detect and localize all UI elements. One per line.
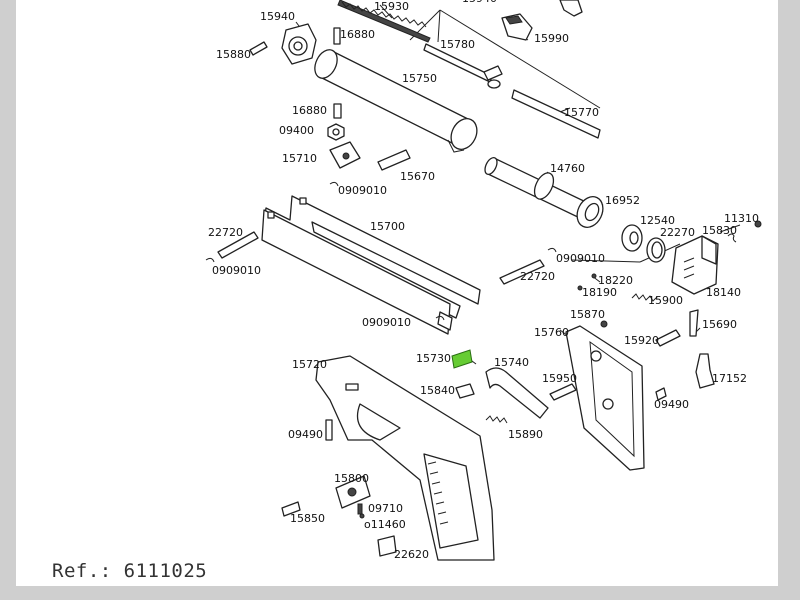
label-22270: 22270 [660, 226, 695, 239]
plate-15710 [329, 141, 361, 169]
label-15950: 15950 [542, 372, 577, 385]
label-09490-b: 09490 [654, 398, 689, 411]
label-15870: 15870 [570, 308, 605, 321]
scan-edge-bottom [0, 586, 800, 600]
label-15900: 15900 [648, 294, 683, 307]
pin-18190 [577, 285, 583, 291]
screw-15870 [600, 320, 608, 328]
label-15940-b: 15940 [462, 0, 497, 5]
label-15850: 15850 [290, 512, 325, 525]
label-09400: 09400 [279, 124, 314, 137]
label-09490-a: 09490 [288, 428, 323, 441]
spring-15890 [485, 415, 508, 424]
label-0909010-b: 0909010 [212, 264, 261, 277]
scan-edge-left [0, 0, 16, 600]
part-labels: 15940 15930 15940 15880 16880 15780 1599… [208, 0, 759, 561]
label-14760: 14760 [550, 162, 585, 175]
label-0909010-c: 0909010 [556, 252, 605, 265]
ring-22270 [646, 237, 666, 263]
label-15930: 15930 [374, 0, 409, 13]
label-15890: 15890 [508, 428, 543, 441]
pin-15670 [377, 149, 411, 171]
spring-15930 [337, 0, 431, 43]
link-15730 [451, 349, 473, 369]
label-15760: 15760 [534, 326, 569, 339]
slide-rail-15700 [261, 195, 481, 335]
rod-15780 [423, 43, 503, 89]
label-01460: o11460 [364, 518, 406, 531]
pin-22720-right [499, 259, 545, 285]
label-0909010-d: 0909010 [362, 316, 411, 329]
label-16880-b: 16880 [292, 104, 327, 117]
screw-09490-left [325, 419, 333, 441]
label-0909010-a: 0909010 [338, 184, 387, 197]
piston-14760 [484, 156, 604, 228]
pin-22620 [377, 535, 397, 557]
label-22720-a: 22720 [208, 226, 243, 239]
label-15940-a: 15940 [260, 10, 295, 23]
pin-15920 [655, 329, 681, 347]
label-15670: 15670 [400, 170, 435, 183]
label-18220: 18220 [598, 274, 633, 287]
grip-plate-15760 [565, 325, 645, 471]
clip-0909010-set [205, 181, 557, 321]
label-15830: 15830 [702, 224, 737, 237]
label-15770: 15770 [564, 106, 599, 119]
pin-15950 [549, 383, 577, 401]
label-15730: 15730 [416, 352, 451, 365]
pin-15880 [249, 41, 268, 56]
label-22720-b: 22720 [520, 270, 555, 283]
label-15920: 15920 [624, 334, 659, 347]
top-right-part [559, 0, 583, 17]
label-18140: 18140 [706, 286, 741, 299]
label-15740: 15740 [494, 356, 529, 369]
label-11310: 11310 [724, 212, 759, 225]
label-15720: 15720 [292, 358, 327, 371]
part-01460 [359, 513, 365, 519]
label-09710: 09710 [368, 502, 403, 515]
spring-15830 [727, 233, 737, 243]
label-15690: 15690 [702, 318, 737, 331]
screw-11310 [754, 220, 762, 228]
trigger-15740 [485, 367, 549, 419]
frame-15720 [315, 355, 495, 561]
label-15750: 15750 [402, 72, 437, 85]
label-16880-a: 16880 [340, 28, 375, 41]
scan-edge-right [778, 0, 800, 600]
seal-12540 [621, 224, 643, 252]
label-15880: 15880 [216, 48, 251, 61]
end-cap-15940 [281, 23, 317, 65]
pin-16880-top [333, 27, 341, 45]
spring-15690 [689, 309, 699, 337]
pin-18220 [591, 273, 597, 279]
pin-15840 [455, 383, 475, 399]
label-16952: 16952 [605, 194, 640, 207]
label-17152: 17152 [712, 372, 747, 385]
pin-16880-mid [333, 103, 342, 119]
block-15990 [501, 13, 533, 41]
label-18190: 18190 [582, 286, 617, 299]
spring-09710 [357, 503, 363, 515]
bar-15770 [511, 89, 601, 139]
spring-15900 [631, 293, 658, 302]
nut-09400 [327, 123, 345, 141]
pin-22720-left [217, 231, 259, 259]
label-15780: 15780 [440, 38, 475, 51]
label-15700: 15700 [370, 220, 405, 233]
label-15710: 15710 [282, 152, 317, 165]
screw-09490-right [655, 387, 667, 401]
tube-15750 [314, 49, 478, 153]
label-12540: 12540 [640, 214, 675, 227]
label-22620: 22620 [394, 548, 429, 561]
label-15800: 15800 [334, 472, 369, 485]
label-15990: 15990 [534, 32, 569, 45]
pin-15850 [281, 501, 301, 517]
part-15800 [335, 475, 371, 509]
valve-block-18140 [671, 235, 719, 295]
reference-number: Ref.: 6111025 [52, 560, 208, 582]
adjuster-17152 [695, 353, 715, 389]
label-15840: 15840 [420, 384, 455, 397]
